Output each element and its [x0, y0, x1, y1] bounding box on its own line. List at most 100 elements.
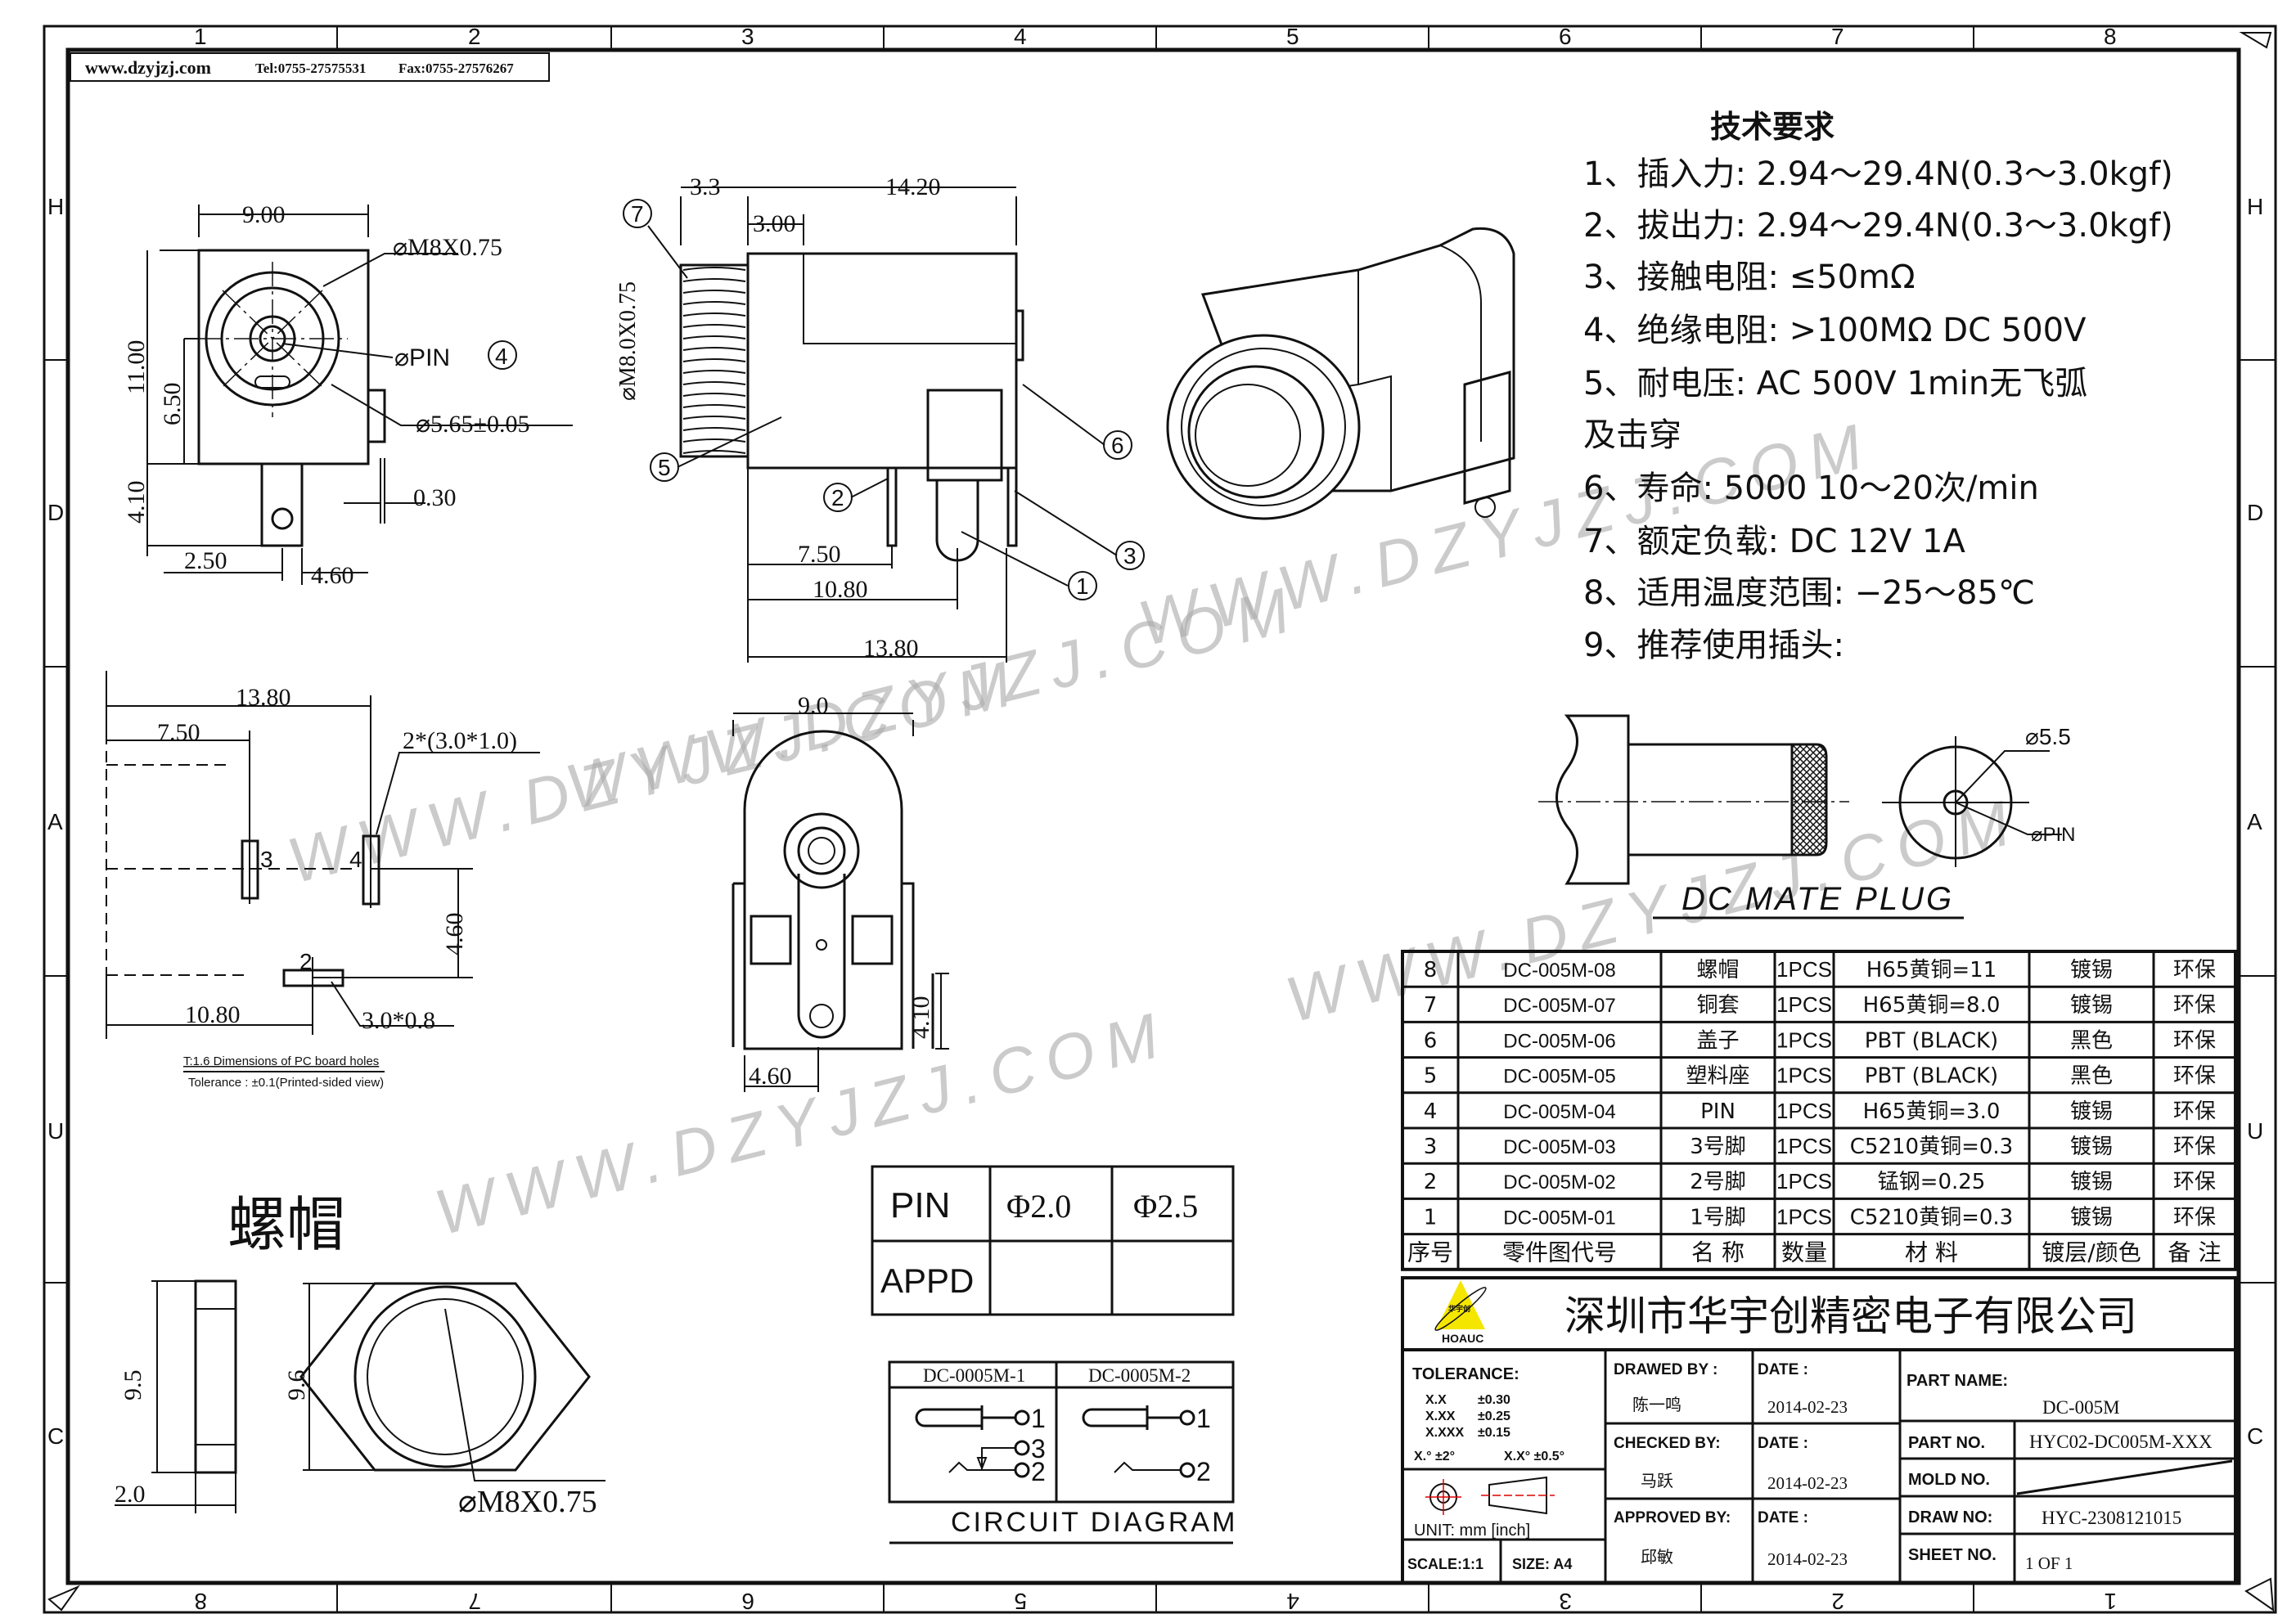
bom-cell: 7	[1424, 993, 1438, 1018]
tolerance-format: X.XXX	[1425, 1426, 1464, 1440]
grid-col-label: 1	[2104, 1589, 2117, 1614]
dim-13-80-pcb: 13.80	[236, 684, 291, 711]
dim-4-6: 4.60	[311, 562, 354, 589]
bottom-view: 9.0 4.10 4.60	[732, 692, 949, 1092]
tolerance-format: X.X	[1425, 1393, 1447, 1407]
tolerance-label: TOLERANCE:	[1412, 1365, 1519, 1383]
grid-col-label: 8	[194, 1589, 207, 1614]
tech-item: 8、适用温度范围: −25～85℃	[1583, 574, 2035, 612]
bom-cell: H65黄铜=3.0	[1863, 1099, 2001, 1124]
draw-no-label: DRAW NO:	[1908, 1508, 1992, 1526]
bom-header: 数量	[1781, 1239, 1827, 1266]
bom-cell: 8	[1424, 958, 1438, 982]
tolerance-value: ±0.25	[1478, 1409, 1510, 1423]
date-drawed: 2014-02-23	[1767, 1397, 1848, 1417]
thread-line	[682, 324, 746, 328]
dim-thread: ⌀M8X0.75	[393, 234, 502, 261]
tech-item: 2、拔出力: 2.94～29.4N(0.3～3.0kgf)	[1583, 207, 2173, 245]
bom-cell: 1PCS	[1776, 1169, 1832, 1194]
bom-cell: 3号脚	[1690, 1135, 1746, 1159]
dim-hole: ⌀5.65±0.05	[416, 411, 530, 438]
tech-item: 5、耐电压: AC 500V 1min无飞弧	[1583, 365, 2087, 402]
tech-item: 7、额定负载: DC 12V 1A	[1583, 523, 1966, 560]
bom-cell: 6	[1424, 1028, 1438, 1053]
bom-cell: 1PCS	[1776, 992, 1832, 1017]
corner-triangle-tl	[47, 1585, 80, 1612]
part-balloon	[1103, 430, 1132, 460]
bom-cell: DC-005M-04	[1503, 1101, 1615, 1123]
bom-cell: 环保	[2173, 1099, 2216, 1124]
part-no-label: PART NO.	[1908, 1434, 1985, 1452]
nut-drawing: 螺帽 9.5 9.6 2.0 ⌀M8X0.75	[115, 1190, 606, 1519]
dim-nut-thread: ⌀M8X0.75	[458, 1485, 597, 1519]
dim-4-60-pcb: 4.60	[441, 913, 468, 956]
dim-4-10-bottom: 4.10	[907, 996, 934, 1040]
circuit-col2: DC-0005M-2	[1088, 1365, 1191, 1386]
dim-3-00: 3.00	[753, 210, 796, 237]
grid-row-label: A	[2247, 809, 2262, 834]
date-approved: 2014-02-23	[1767, 1549, 1848, 1569]
dim-plug-pin: ⌀PIN	[2031, 824, 2075, 846]
dim-2-0: 2.0	[115, 1481, 146, 1508]
approved-by: 邱敏	[1641, 1547, 1673, 1567]
bom-cell: 1PCS	[1776, 957, 1832, 982]
bom-cell: 螺帽	[1696, 958, 1739, 982]
drawed-by: 陈一鸣	[1632, 1395, 1681, 1414]
grid-col-label: 3	[741, 24, 754, 49]
thread-line	[682, 312, 746, 317]
pcb-note-tolerance: Tolerance : ±0.1(Printed-sided view)	[188, 1076, 384, 1090]
bom-cell: DC-005M-06	[1503, 1030, 1615, 1052]
thread-line	[682, 393, 746, 397]
grid-row-label: U	[47, 1118, 64, 1144]
header-box	[70, 52, 550, 82]
dim-9-0: 9.0	[798, 692, 829, 719]
pin-3-label: 3	[260, 847, 273, 872]
thread-line	[682, 404, 746, 408]
fax-text: Fax:0755-27576267	[398, 61, 514, 76]
bom-cell: 锰钢=0.25	[1878, 1170, 1986, 1194]
thread-line	[682, 416, 746, 420]
website-text: www.dzyjzj.com	[85, 57, 211, 78]
bom-cell: 黑色	[2070, 1028, 2113, 1053]
terminal-2: 2	[1196, 1457, 1211, 1486]
bom-cell: 2号脚	[1690, 1170, 1746, 1194]
pin-option-2-0: Φ2.0	[1006, 1188, 1071, 1225]
bom-cell: 环保	[2173, 993, 2216, 1018]
bom-cell: 环保	[2173, 1170, 2216, 1194]
dim-7-50: 7.50	[798, 541, 841, 568]
corner-triangle-br	[2244, 1577, 2275, 1612]
tel-text: Tel:0755-27575531	[255, 61, 366, 76]
grid-row-label: D	[2247, 500, 2263, 525]
bom-cell: 环保	[2173, 958, 2216, 982]
dim-3-3: 3.3	[690, 173, 721, 200]
front-view: 9.00 ⌀M8X0.75 ⌀PIN 4 ⌀5.65±0.05 11.00 6.…	[123, 201, 573, 589]
bom-cell: DC-005M-08	[1503, 960, 1615, 982]
grid-row-label: H	[2247, 194, 2263, 219]
grid-row-label: H	[47, 194, 64, 219]
side-view: 3.3 3.00 14.20 ⌀M8.0X0.75 7.50 10.80 13.…	[615, 173, 1145, 663]
part-balloon	[823, 483, 853, 512]
bom-cell: 镀锡	[2070, 1170, 2113, 1194]
bom-header: 备 注	[2168, 1239, 2222, 1266]
bom-cell: 盖子	[1696, 1028, 1739, 1053]
pcb-layout: 13.80 7.50 2*(3.0*1.0) 3 4 2 4.60 10.80 …	[106, 671, 540, 1090]
pin-table: PIN Φ2.0 Φ2.5 APPD	[871, 1165, 1235, 1316]
grid-col-label: 3	[1559, 1589, 1572, 1614]
bom-cell: 1PCS	[1776, 1204, 1832, 1229]
bom-cell: DC-005M-07	[1503, 995, 1615, 1017]
bom-header: 镀层/颜色	[2042, 1239, 2141, 1266]
pcb-note-title: T:1.6 Dimensions of PC board holes	[183, 1054, 379, 1068]
date-label: DATE :	[1758, 1509, 1808, 1526]
bom-cell: 塑料座	[1686, 1064, 1749, 1089]
part-balloon-number: 1	[1076, 573, 1089, 599]
bom-cell: C5210黄铜=0.3	[1850, 1205, 2013, 1230]
thread-line	[682, 301, 746, 305]
pin-2-label: 2	[299, 949, 313, 974]
plug-caption: DC MATE PLUG	[1681, 881, 1954, 917]
bom-header: 名 称	[1691, 1239, 1745, 1266]
dim-thickness: 0.30	[413, 484, 457, 511]
dim-9-5: 9.5	[119, 1370, 146, 1401]
